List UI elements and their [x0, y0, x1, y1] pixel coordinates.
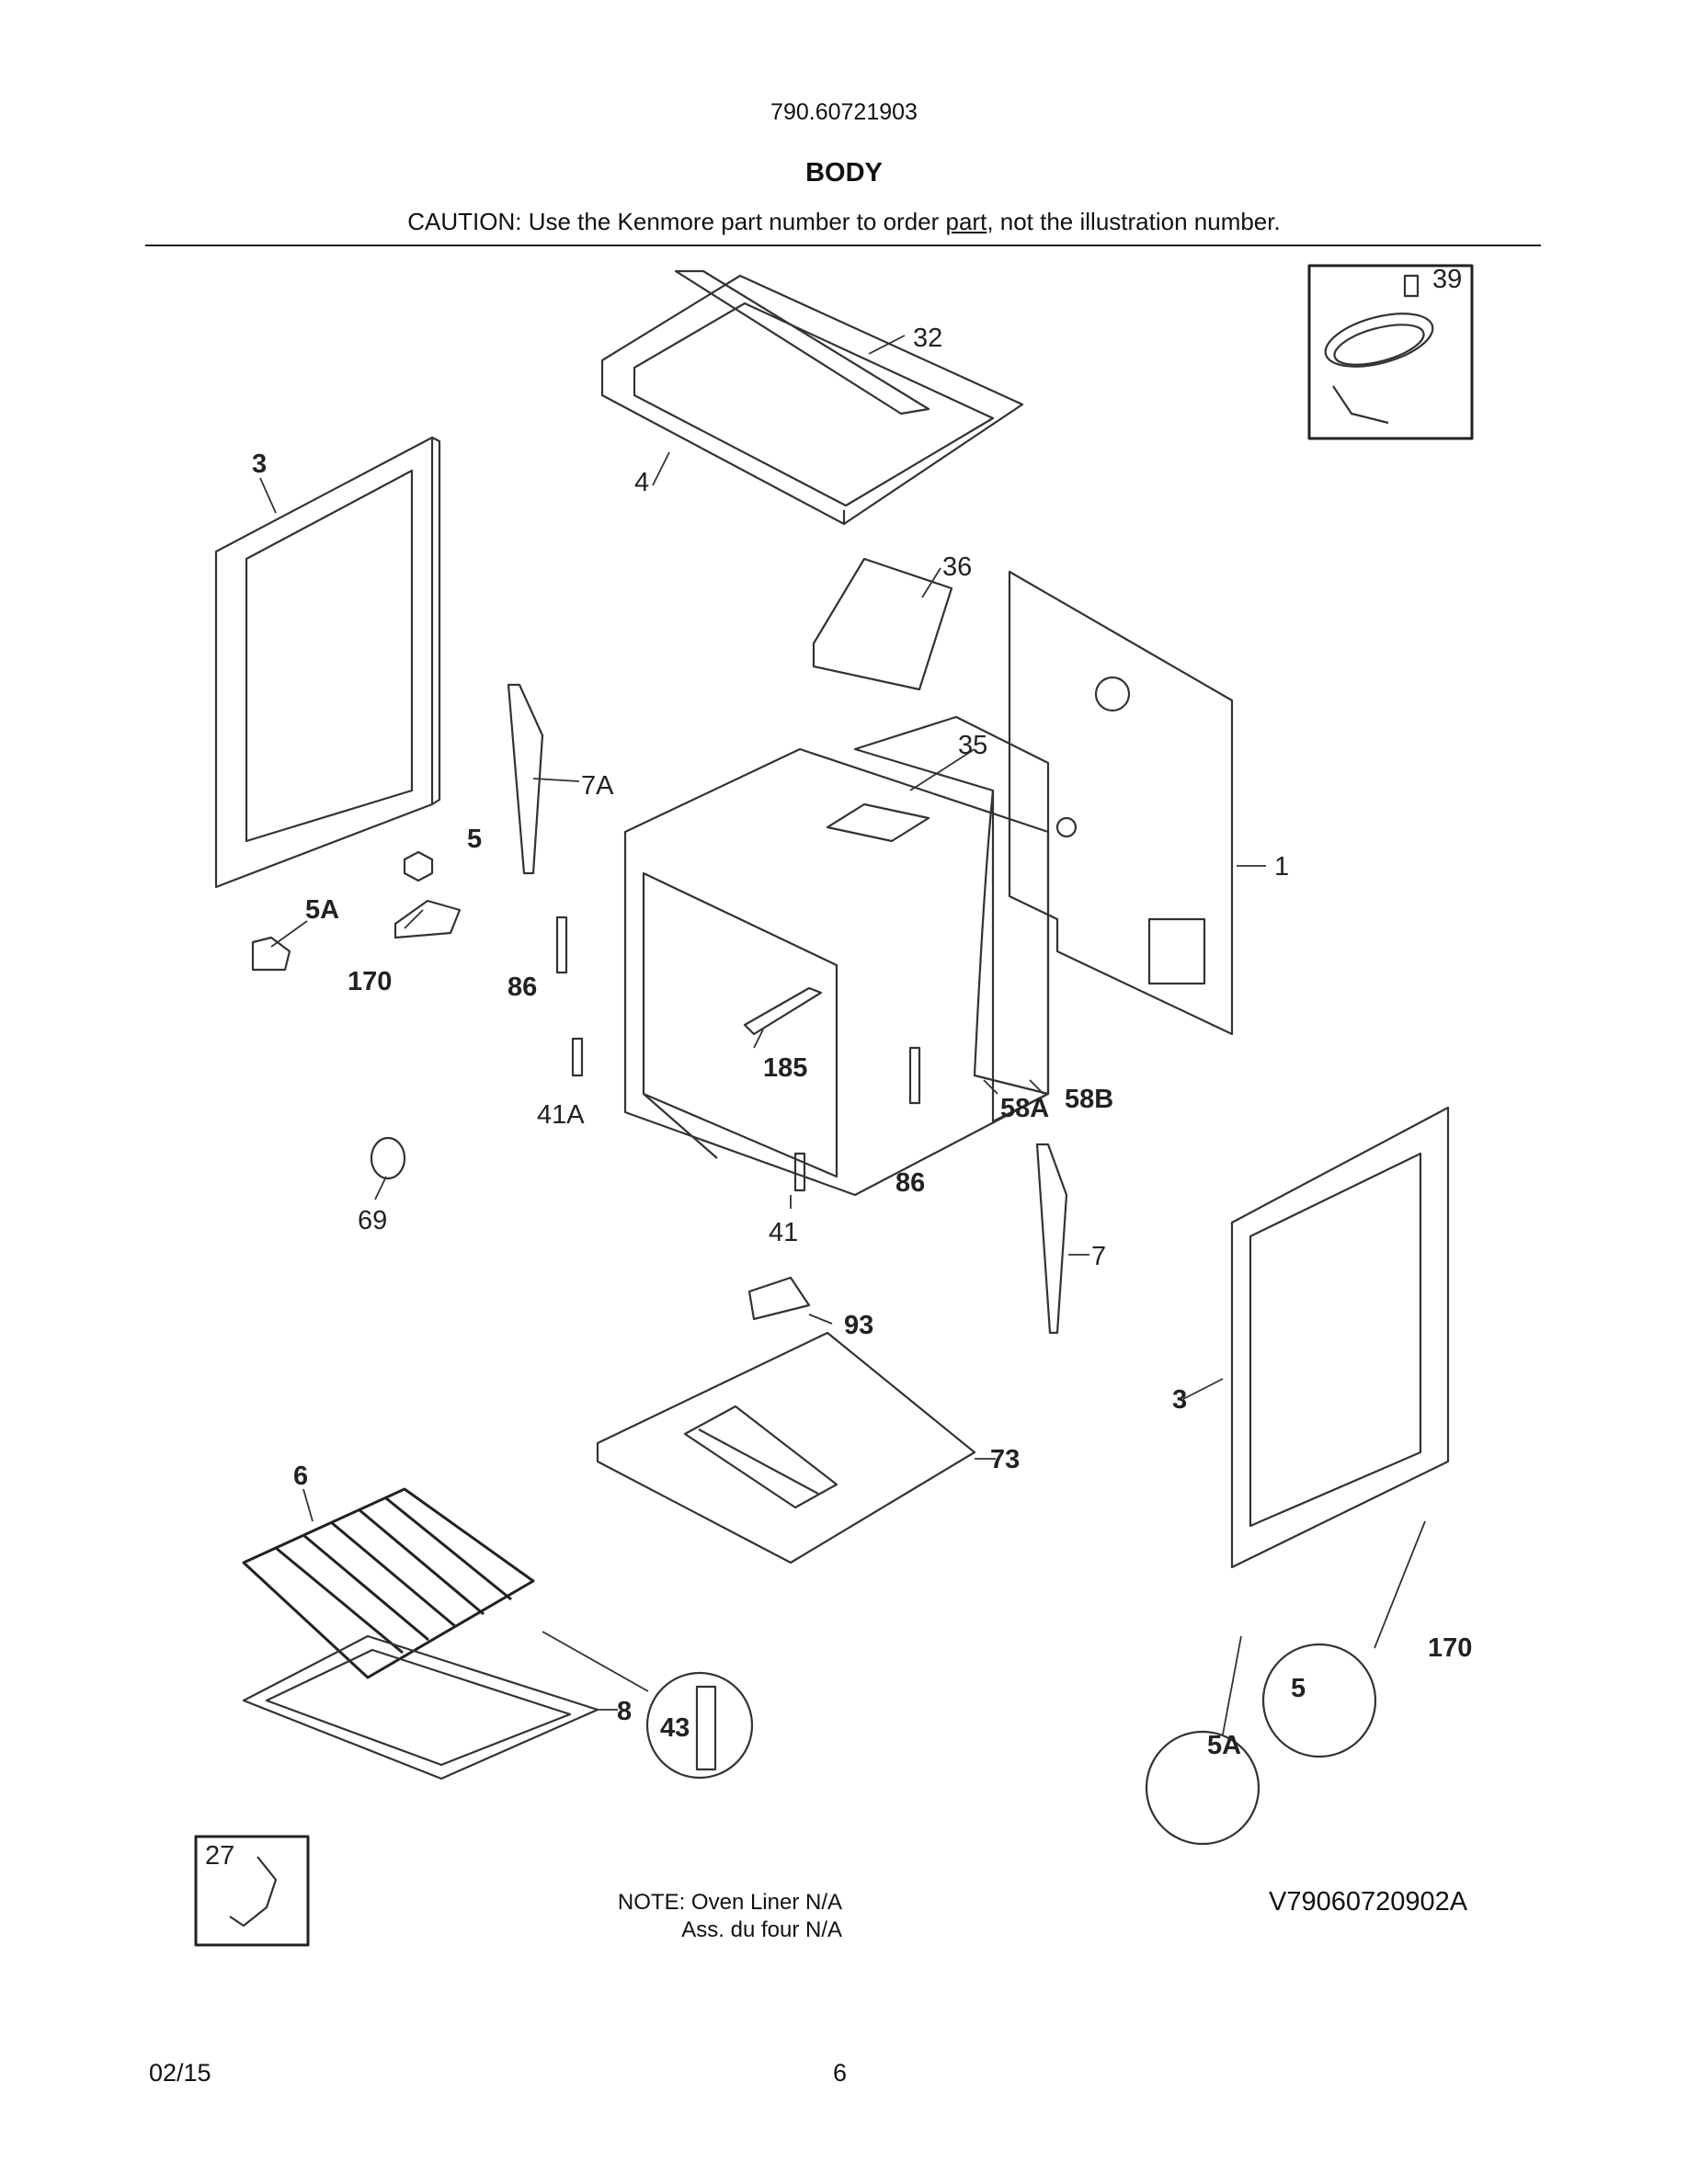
caution-text-end: , not the illustration number. — [987, 208, 1281, 235]
callout-36: 36 — [942, 552, 972, 582]
callout-86-left: 86 — [508, 973, 537, 1002]
hinge-7A — [507, 683, 544, 875]
callout-32: 32 — [913, 324, 942, 353]
bracket-170-left — [393, 899, 462, 939]
callout-3-right: 3 — [1172, 1385, 1187, 1415]
note-line-french: Ass. du four N/A — [681, 1917, 842, 1942]
caution-text-start: CAUTION: Use the Kenmore part number to … — [407, 208, 946, 235]
bracket-93 — [747, 1276, 811, 1321]
callout-86-right: 86 — [895, 1168, 925, 1198]
callout-93: 93 — [844, 1311, 873, 1340]
magnified-bolt-43 — [645, 1671, 754, 1780]
callout-185: 185 — [763, 1053, 807, 1083]
back-panel — [1008, 570, 1234, 1036]
right-side-panel — [1230, 1106, 1450, 1569]
diagram-reference: V79060720902A — [1269, 1887, 1468, 1917]
callout-4: 4 — [634, 468, 649, 497]
clip-27 — [229, 1856, 278, 1928]
magnified-leveler-5 — [1261, 1643, 1377, 1758]
oven-cavity — [623, 715, 1050, 1197]
callout-41A: 41A — [537, 1100, 585, 1130]
callout-5-left: 5 — [467, 825, 482, 854]
callout-43: 43 — [660, 1713, 690, 1743]
bottom-panel — [596, 1331, 976, 1564]
section-title: BODY — [805, 158, 883, 188]
callout-7: 7 — [1091, 1242, 1106, 1271]
bolt-43 — [695, 1685, 717, 1771]
callout-8: 8 — [617, 1697, 632, 1726]
bracket-41 — [793, 1152, 806, 1192]
leveler-5-left — [403, 850, 434, 882]
caution-part-link: part — [945, 208, 987, 235]
bracket-86-right — [908, 1046, 921, 1105]
callout-labels: 1 3 3 4 5 5 5A 5A 6 7 7A 8 27 32 35 36 3… — [205, 265, 1472, 1871]
callout-27: 27 — [205, 1841, 234, 1871]
hinge-7 — [1035, 1143, 1068, 1335]
callout-5-right: 5 — [1291, 1674, 1306, 1703]
bracket-41A — [571, 1037, 584, 1077]
header-divider — [145, 245, 1541, 246]
power-cord-inset — [1307, 264, 1474, 440]
caution-text: CAUTION: Use the Kenmore part number to … — [0, 208, 1688, 236]
callout-39: 39 — [1432, 265, 1462, 294]
callout-69: 69 — [358, 1206, 387, 1235]
callout-3-left: 3 — [252, 449, 267, 479]
rack-guide-185 — [743, 986, 823, 1036]
callout-1: 1 — [1274, 852, 1289, 882]
model-number: 790.60721903 — [770, 99, 918, 125]
callout-35: 35 — [958, 731, 987, 760]
footer-date: 02/15 — [149, 2059, 211, 2087]
note-line-english: NOTE: Oven Liner N/A — [617, 1890, 842, 1915]
callout-73: 73 — [990, 1445, 1020, 1474]
callout-5A-left: 5A — [305, 895, 339, 925]
plug-69 — [370, 1136, 406, 1180]
broiler-pan — [242, 1634, 599, 1780]
callout-170-right: 170 — [1428, 1633, 1472, 1663]
callout-41: 41 — [769, 1218, 798, 1247]
magnified-bracket-5A — [1145, 1730, 1260, 1846]
oven-liner-note: NOTE: Oven Liner N/A Ass. du four N/A — [552, 1889, 842, 1944]
callout-170-left: 170 — [348, 967, 392, 996]
callout-6: 6 — [293, 1462, 308, 1491]
left-side-panel — [214, 436, 441, 889]
part-27-inset — [194, 1835, 310, 1947]
callout-7A: 7A — [581, 771, 614, 801]
leader-lines — [259, 335, 1426, 1735]
oven-rack — [242, 1487, 535, 1679]
top-cover-part — [600, 269, 1024, 526]
bracket-36 — [812, 557, 953, 691]
callout-5A-right: 5A — [1207, 1731, 1241, 1760]
callout-58B: 58B — [1065, 1085, 1113, 1114]
page-number: 6 — [833, 2059, 848, 2087]
leveler-bracket-5A-left — [251, 936, 291, 972]
callout-58A: 58A — [1000, 1094, 1049, 1123]
bracket-86-left — [555, 916, 568, 974]
